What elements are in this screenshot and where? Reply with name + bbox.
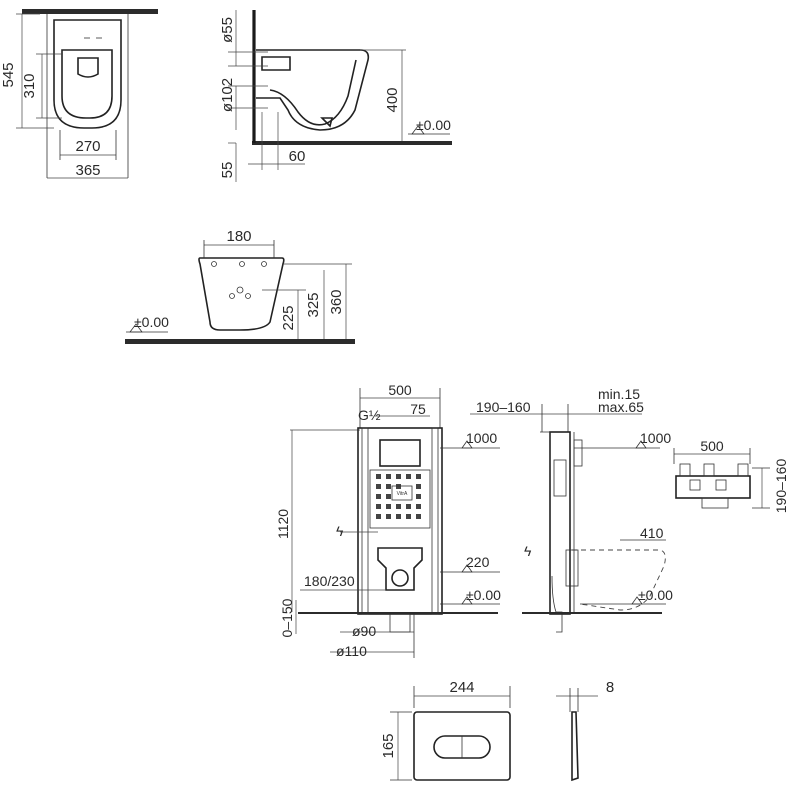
frame-front-view: 500 75 G½ 1120 VitrA 1000 220 ±0.00 [275, 382, 501, 659]
level-zero-mid: ±0.00 [134, 314, 169, 330]
electric-symbol-side: ϟ [524, 543, 532, 559]
flush-plate-side: 8 [556, 679, 614, 782]
dim-depth-range: 190–160 [476, 399, 531, 415]
dim-side-range: 180/230 [304, 573, 355, 589]
dim-height-360: 360 [328, 289, 345, 314]
level-zero: ±0.00 [416, 117, 451, 133]
dim-plate-height-165: 165 [380, 733, 397, 758]
dim-plate-width-244: 244 [449, 679, 474, 696]
dim-width-180: 180 [226, 228, 251, 245]
electric-symbol: ϟ [336, 523, 344, 539]
dim-height-310: 310 [21, 73, 38, 98]
dim-max-65: max.65 [598, 399, 644, 415]
dim-offset-60: 60 [289, 148, 306, 165]
flush-plate-front: 244 165 [380, 679, 511, 781]
frame-side-view: 190–160 min.15 max.65 1000 ϟ 410 ±0.00 [470, 386, 673, 633]
dim-height-225: 225 [280, 305, 297, 330]
dim-frame-width-500: 500 [388, 382, 412, 398]
dim-gap-75: 75 [410, 401, 426, 417]
bowl-front-view: 545 310 270 365 [0, 9, 158, 179]
level-zero-front: ±0.00 [466, 587, 501, 603]
dim-plan-width-500: 500 [700, 438, 724, 454]
level-1000-front: 1000 [466, 430, 497, 446]
dim-min-15: min.15 [598, 386, 640, 402]
dim-height-400: 400 [384, 87, 401, 112]
level-zero-side: ±0.00 [638, 587, 673, 603]
frame-panel-holes [376, 474, 421, 519]
dim-dia-90: ø90 [352, 623, 376, 639]
dim-height-545: 545 [0, 62, 17, 87]
level-1000-side: 1000 [640, 430, 671, 446]
thread-g-half: G½ [358, 407, 381, 423]
dim-bottom-55: 55 [219, 162, 236, 179]
dim-adjust-range: 0–150 [279, 598, 295, 637]
frame-plan-view: 500 190–160 [673, 438, 789, 514]
dim-dia-110: ø110 [336, 643, 367, 659]
dim-frame-height-1120: 1120 [275, 509, 291, 539]
bowl-side-view: ø55 ø102 55 60 400 ±0.00 [219, 10, 452, 182]
dim-height-325: 325 [305, 292, 322, 317]
dim-plan-depth: 190–160 [773, 459, 789, 514]
brand-label: VitrA [397, 491, 408, 497]
dim-dia-102: ø102 [219, 78, 236, 112]
bowl-mounting-view: 180 225 325 360 ±0.00 [125, 228, 355, 344]
level-410: 410 [640, 525, 664, 541]
dim-dia-55: ø55 [219, 17, 236, 43]
dim-width-365: 365 [75, 162, 100, 179]
dim-width-270: 270 [75, 138, 100, 155]
level-220: 220 [466, 554, 490, 570]
dim-plate-thickness-8: 8 [606, 679, 614, 696]
